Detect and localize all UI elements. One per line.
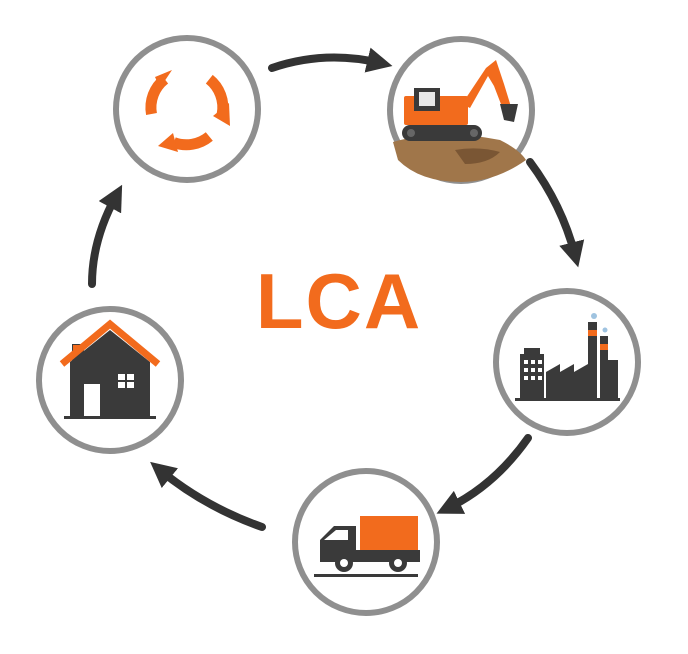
arrow-transport-to-use [150,461,266,531]
center-title: LCA [255,257,423,345]
stage-transport [292,468,440,616]
arrow-extraction-to-manufacturing [526,158,585,268]
stage-recycling [113,35,261,183]
arrow-use-to-recycling [88,184,123,288]
excavator-icon [393,60,526,182]
stage-manufacturing [493,288,641,436]
factory-icon [515,313,620,401]
stage-raw-material-extraction [387,36,535,184]
stage-use [36,306,184,454]
arrow-recycling-to-extraction [268,47,393,73]
truck-icon [314,516,420,577]
house-icon [59,319,161,419]
arrow-manufacturing-to-transport [436,434,532,514]
